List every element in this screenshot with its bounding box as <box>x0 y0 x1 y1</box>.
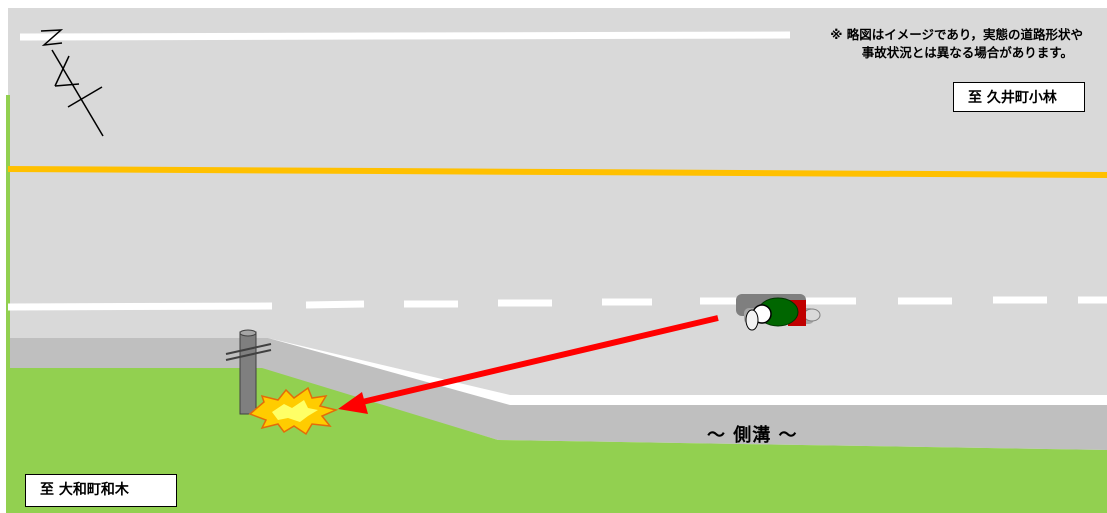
lane-line-solid <box>7 302 273 311</box>
destination-label-bottom: 至 大和町和木 <box>25 474 177 507</box>
impact-burst-core-icon <box>272 400 318 422</box>
ditch-strip <box>8 338 1107 450</box>
north-arrow-icon <box>40 29 104 137</box>
travel-arrow-icon <box>338 315 719 414</box>
center-line <box>7 166 1107 178</box>
lane-line-dashes <box>305 296 1107 309</box>
road-edge-line <box>19 31 791 41</box>
utility-pole-icon <box>225 329 272 415</box>
disclaimer-line-2: 事故状況とは異なる場合があります。 <box>861 45 1073 60</box>
disclaimer-line-1: ※ 略図はイメージであり，実態の道路形状や <box>830 27 1083 42</box>
road-surface <box>8 8 1107 395</box>
disclaimer-note: ※ 略図はイメージであり，実態の道路形状や 事故状況とは異なる場合があります。 <box>830 26 1083 62</box>
motorcycle-icon <box>736 294 821 331</box>
ditch-label: ～ 側溝 ～ <box>707 425 798 446</box>
destination-label-top: 至 久井町小林 <box>953 82 1085 112</box>
